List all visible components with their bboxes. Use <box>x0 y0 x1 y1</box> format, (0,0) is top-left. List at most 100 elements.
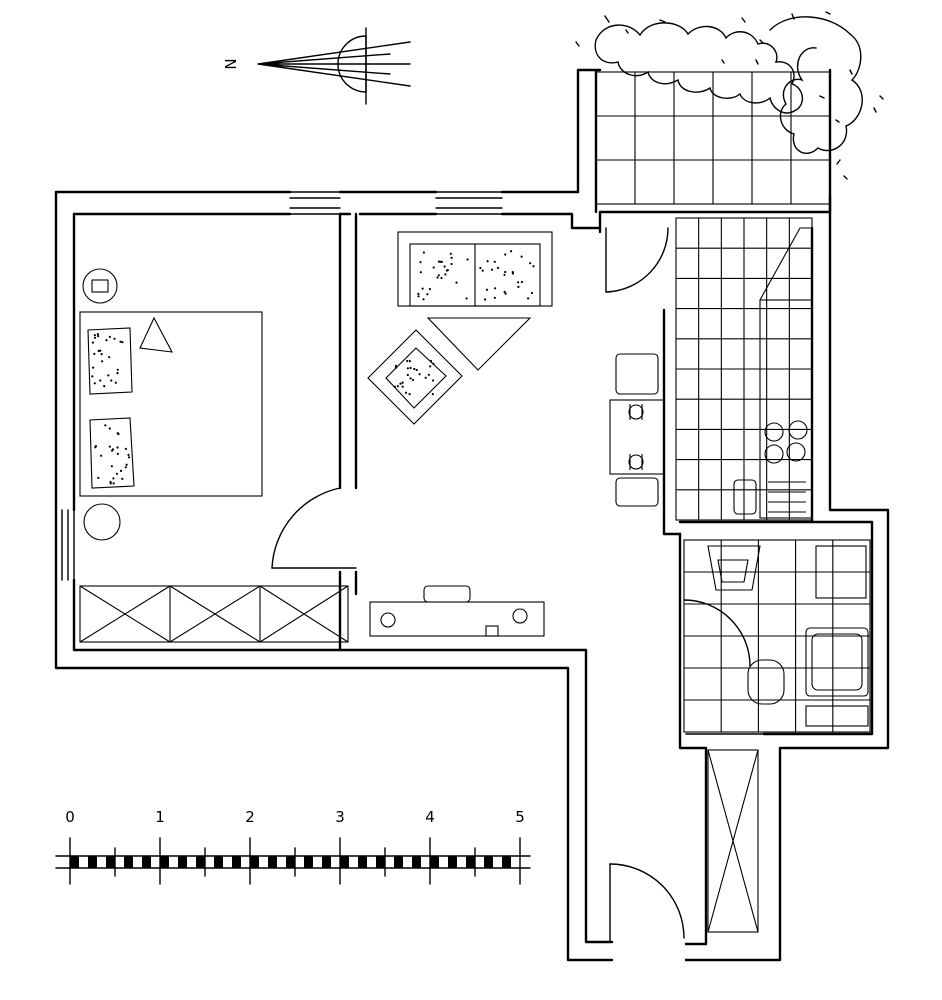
stipple-dot <box>108 335 111 338</box>
stipple-dot <box>93 336 97 339</box>
scale-segment <box>322 856 331 868</box>
stipple-dot <box>431 393 434 396</box>
stipple-dot <box>119 469 123 472</box>
scale-segment <box>358 856 367 868</box>
stipple-dot <box>108 356 111 359</box>
stipple-dot <box>406 359 409 363</box>
scale-segment <box>88 856 97 868</box>
desk <box>369 601 545 637</box>
scale-segment <box>106 856 115 868</box>
outer-wall-west-south <box>54 190 614 962</box>
tree-canopy-right <box>769 16 863 154</box>
stipple-dot <box>449 252 452 255</box>
pillow-3 <box>139 316 173 353</box>
stipple-dot <box>527 297 530 300</box>
stipple-dot <box>517 285 520 288</box>
pillow-1 <box>87 327 133 395</box>
stipple-dot <box>116 452 119 455</box>
scale-segment <box>196 856 205 868</box>
stipple-dot <box>418 373 421 376</box>
scale-segment <box>268 856 277 868</box>
washbasin <box>707 545 761 591</box>
stipple-dot <box>111 449 114 452</box>
desk-knob-right <box>512 608 528 624</box>
stipple-dot <box>493 296 496 299</box>
stipple-dot <box>520 255 523 258</box>
stipple-dot <box>93 352 96 355</box>
scale-segment <box>412 856 421 868</box>
desk-knob-left <box>380 612 396 628</box>
stipple-dot <box>91 341 94 344</box>
stipple-dot <box>99 379 102 382</box>
stipple-dot <box>101 360 104 363</box>
stipple-dot <box>490 268 494 271</box>
bathroom <box>683 539 871 733</box>
corridor-wardrobe <box>707 749 759 933</box>
stipple-dot <box>465 297 468 300</box>
stipple-dot <box>113 337 116 340</box>
stipple-dot <box>413 367 416 371</box>
stipple-dot <box>455 281 458 284</box>
stipple-dot <box>432 266 435 269</box>
stipple-dot <box>408 360 411 363</box>
plate-2 <box>628 454 644 470</box>
foliage-marks <box>575 11 884 180</box>
stipple-dot <box>97 335 100 338</box>
stipple-dot <box>393 385 396 388</box>
balcony <box>576 68 832 214</box>
stipple-dot <box>110 465 113 468</box>
stipple-dot <box>430 359 433 363</box>
stipple-dot <box>92 366 95 369</box>
washbasin-bowl <box>717 559 749 583</box>
stipple-dot <box>97 476 100 479</box>
scale-segment <box>286 856 295 868</box>
stipple-dot <box>485 288 489 291</box>
stipple-dot <box>440 276 443 280</box>
stipple-dot <box>503 273 506 276</box>
corridor-wardrobe-cross <box>707 749 759 933</box>
living-inner-north <box>358 212 602 230</box>
scale-tick-label: 4 <box>425 808 435 826</box>
hob-burner-2 <box>788 420 808 440</box>
stipple-dot <box>419 271 422 274</box>
north-compass: N <box>222 27 411 105</box>
scale-segment <box>232 856 241 868</box>
scale-tick-label: 3 <box>335 808 345 826</box>
stipple-dot <box>504 270 507 274</box>
wardrobe-cross <box>79 585 349 643</box>
stipple-dot <box>401 385 404 388</box>
scale-segment <box>466 856 475 868</box>
stipple-dot <box>432 379 435 382</box>
bath-door-swing <box>683 599 751 667</box>
cutlery <box>629 404 643 470</box>
scale-segment <box>502 856 511 868</box>
shower-tray <box>815 545 867 599</box>
stipple-dot <box>419 261 422 264</box>
stipple-dot <box>424 376 427 379</box>
stipple-dot <box>96 333 99 336</box>
stipple-dot <box>105 339 108 342</box>
stipple-dot <box>406 367 409 370</box>
stipple-dot <box>394 364 397 367</box>
stipple-dot <box>532 265 535 268</box>
stipple-dot <box>108 445 111 448</box>
entrance <box>609 749 759 943</box>
stipple-dot <box>411 378 415 381</box>
stipple-dot <box>394 366 398 369</box>
drainboard <box>768 481 806 513</box>
scale-segment <box>394 856 403 868</box>
desk-lamp <box>423 585 471 603</box>
stipple-dot <box>504 253 507 256</box>
balcony-tile-grid <box>596 72 830 204</box>
stipple-dot <box>437 274 440 277</box>
stipple-dot <box>399 382 402 385</box>
partition-bedroom-living <box>338 212 358 490</box>
stipple-dot <box>421 287 424 290</box>
scale-segment <box>484 856 493 868</box>
nightstand-lamp <box>82 268 118 304</box>
toilet <box>747 659 785 705</box>
dining-set <box>609 353 665 507</box>
kitchen-counter <box>759 299 813 519</box>
